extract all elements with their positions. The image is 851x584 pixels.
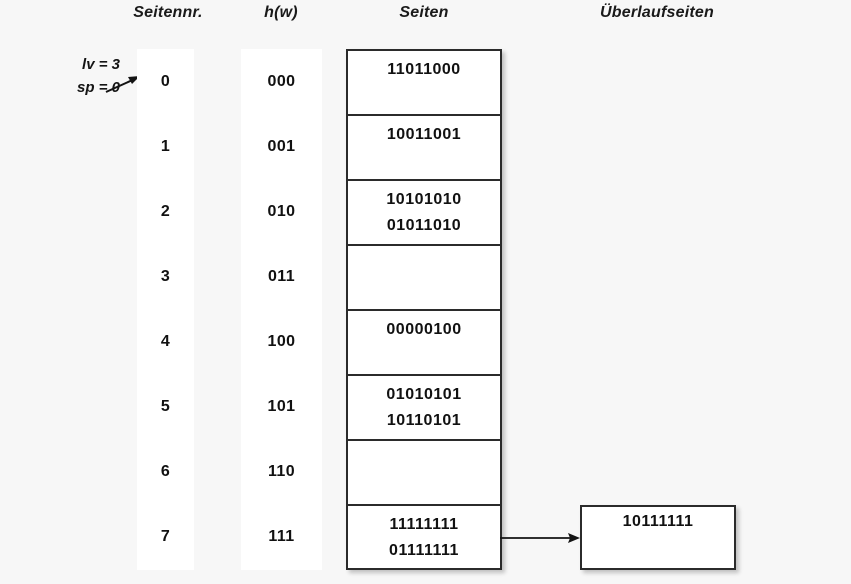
cell-hw: 001 [267, 137, 296, 155]
bucket-entry: 01011010 [386, 217, 462, 234]
bucket-row: 00000100 [348, 311, 500, 376]
bucket-entry: 10011001 [386, 126, 462, 143]
sp-label: sp = 0 [77, 79, 120, 96]
cell-hw: 110 [267, 462, 295, 480]
bucket-row: 10101010 01011010 [348, 181, 500, 246]
cell-seitennr: 5 [160, 397, 171, 415]
cell-seitennr: 1 [160, 137, 171, 155]
cell-hw: 101 [267, 397, 296, 415]
column-header-seiten: Seiten [399, 4, 449, 21]
cell-seitennr: 4 [160, 332, 171, 350]
column-header-ueberlaufseiten: Überlaufseiten [600, 4, 714, 21]
bucket-entry: 01010101 [386, 386, 462, 403]
bucket-row [348, 441, 500, 506]
bucket-row: 11011000 [348, 51, 500, 116]
cell-hw: 100 [267, 332, 296, 350]
arrow-right-icon [500, 533, 580, 543]
cell-seitennr: 3 [160, 267, 171, 285]
seiten-bucket-table: 11011000 10011001 10101010 01011010 0000… [346, 49, 502, 570]
bucket-entry: 10101010 [386, 191, 462, 208]
bucket-entry: 11011000 [387, 61, 461, 78]
bucket-row [348, 246, 500, 311]
cell-hw: 011 [267, 267, 295, 285]
cell-hw: 111 [268, 527, 295, 545]
bucket-row: 11111111 01111111 [348, 506, 500, 571]
column-seitennr: 0 1 2 3 4 5 6 7 [137, 49, 194, 570]
lv-label: lv = 3 [82, 56, 120, 73]
column-header-seitennr: Seitennr. [133, 4, 203, 21]
cell-hw: 010 [267, 202, 296, 220]
cell-seitennr: 7 [160, 527, 171, 545]
overflow-page-box: 10111111 [580, 505, 736, 570]
cell-seitennr: 2 [160, 202, 171, 220]
bucket-entry: 01111111 [389, 542, 459, 559]
column-header-hw: h(w) [264, 4, 298, 21]
lv-sp-annotation: lv = 3 sp = 0 [28, 53, 120, 99]
bucket-entry: 11111111 [389, 516, 459, 533]
bucket-row: 10011001 [348, 116, 500, 181]
bucket-entry: 00000100 [386, 321, 462, 338]
bucket-row: 01010101 10110101 [348, 376, 500, 441]
bucket-entry: 10110101 [386, 412, 462, 429]
cell-seitennr: 0 [160, 72, 171, 90]
overflow-entry: 10111111 [622, 513, 694, 530]
column-hw: 000 001 010 011 100 101 110 111 [241, 49, 322, 570]
cell-seitennr: 6 [160, 462, 171, 480]
cell-hw: 000 [267, 72, 296, 90]
